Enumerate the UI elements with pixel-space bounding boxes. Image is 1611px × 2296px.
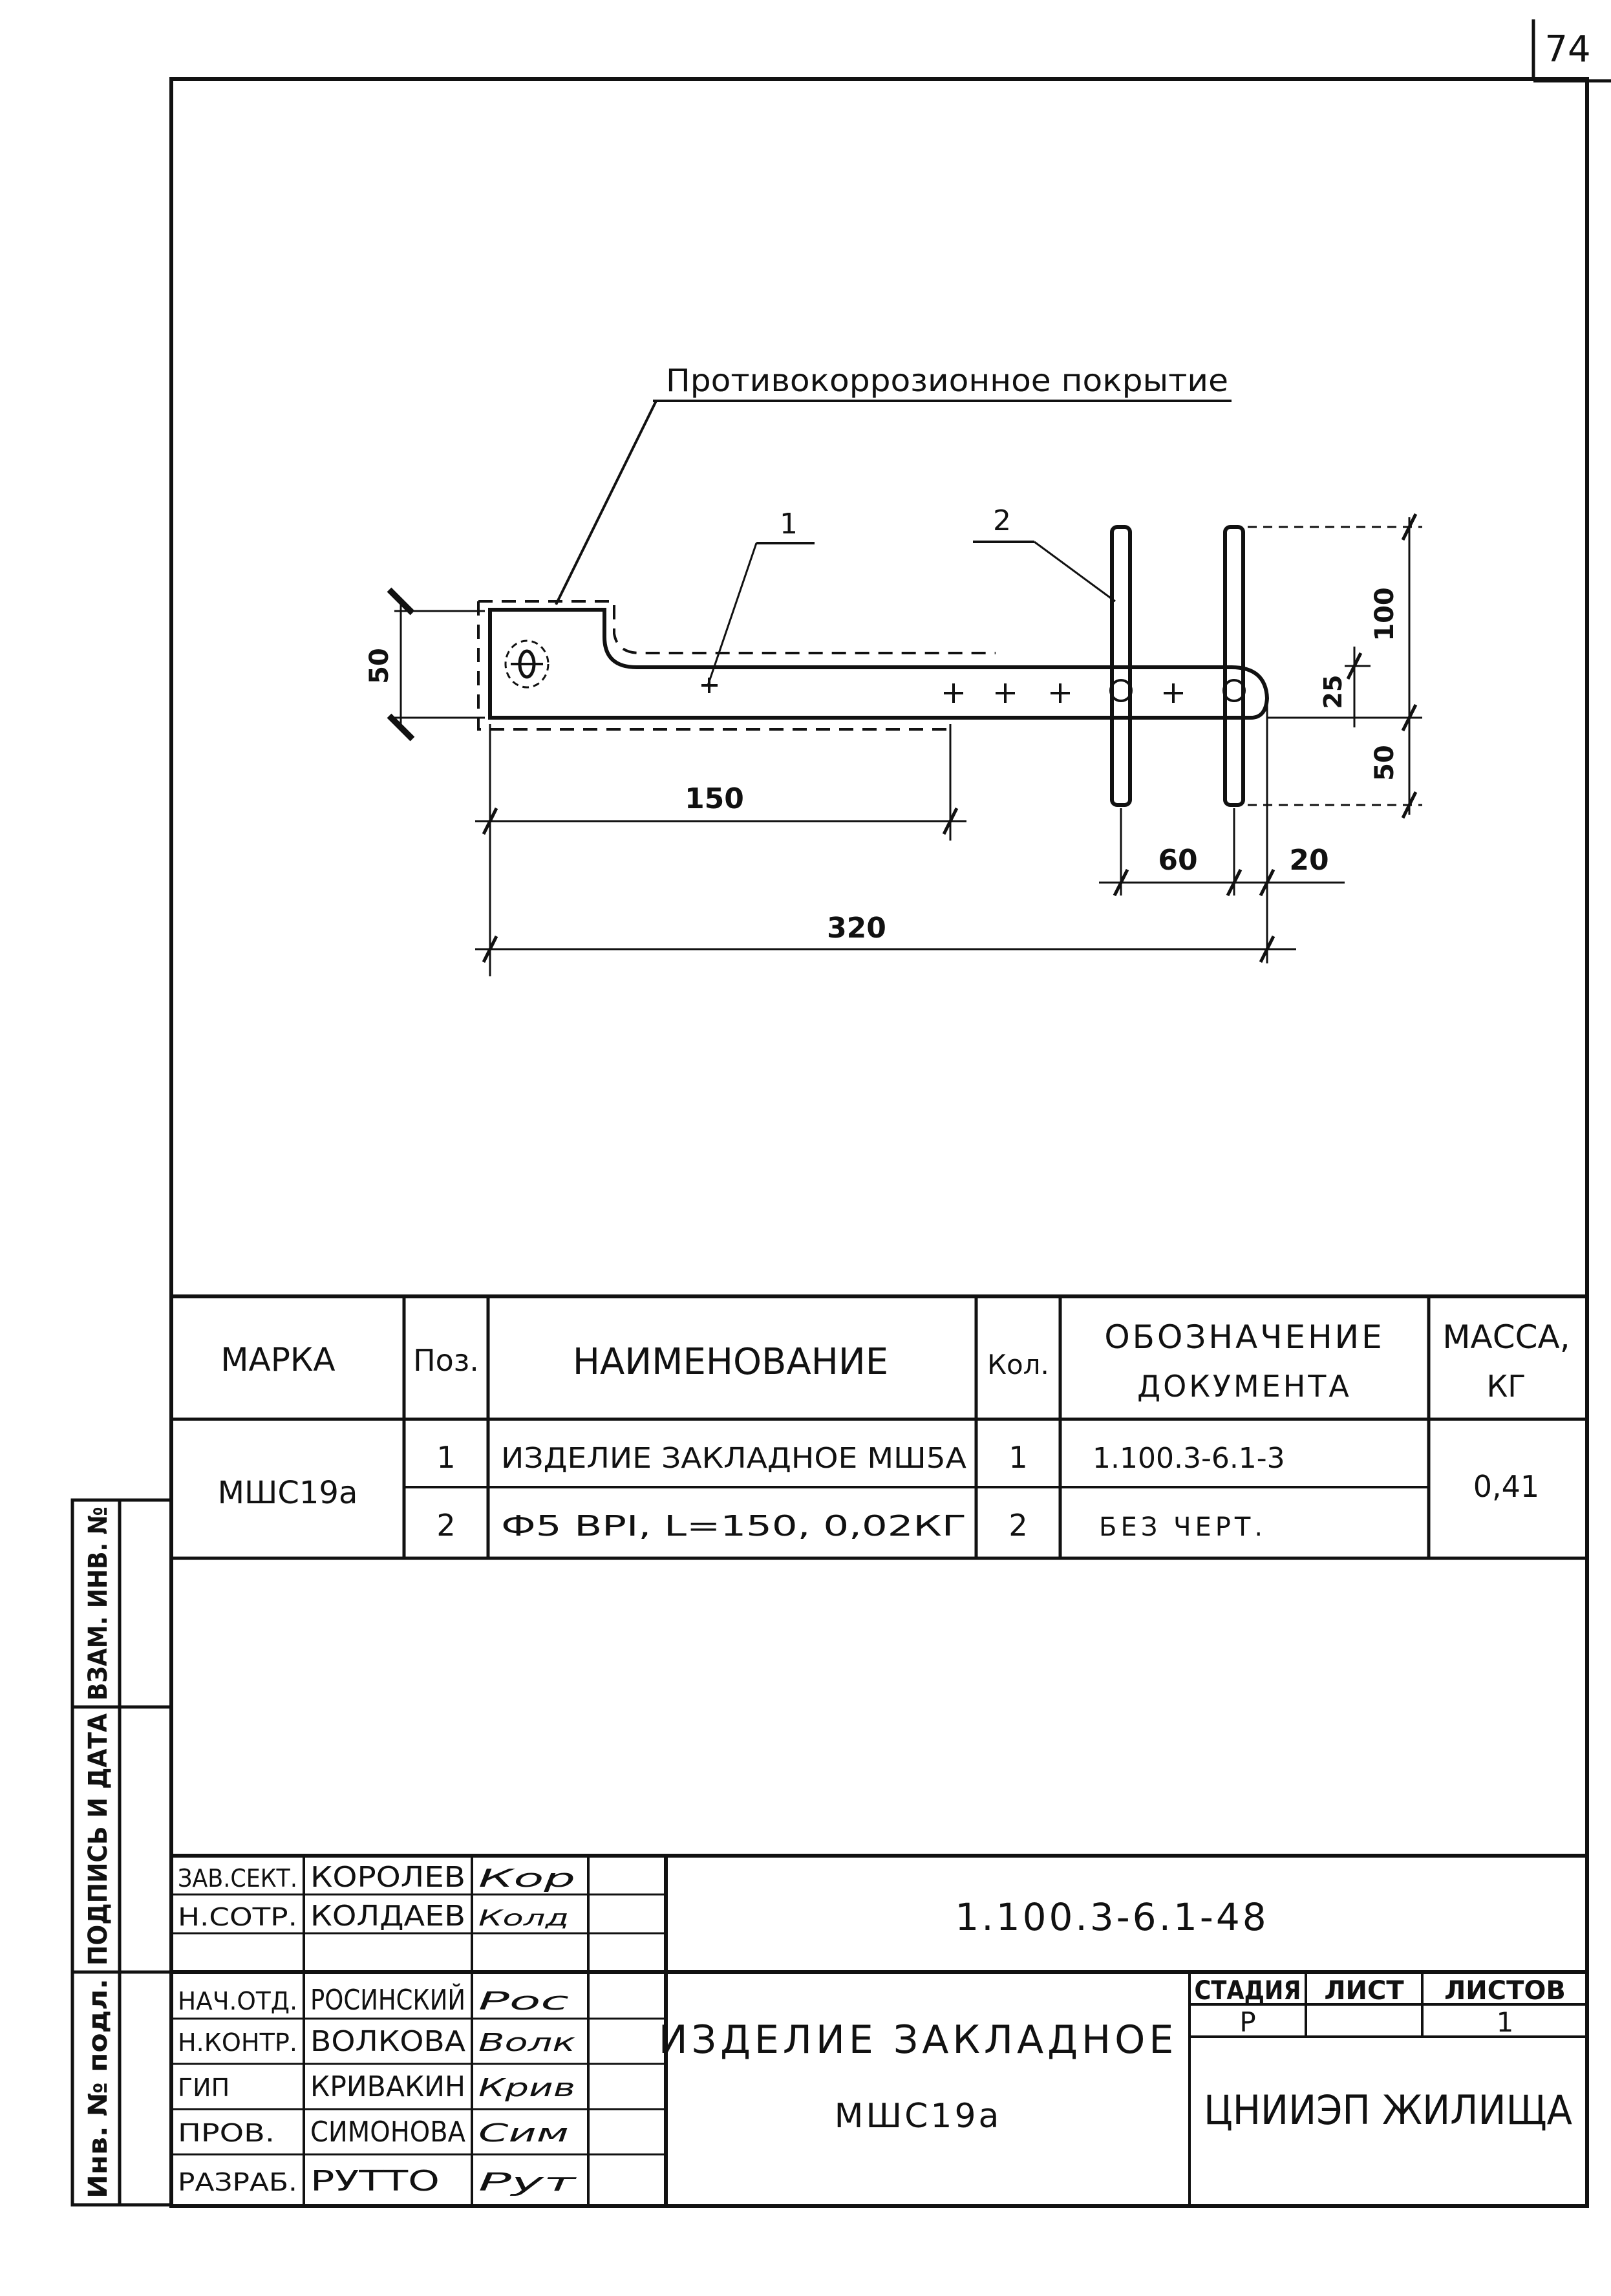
stamp-vzam-inv: Взам. инв. №: [83, 1507, 113, 1701]
position-2-label: 2: [993, 504, 1011, 537]
row-1-doc: 1.100.3-6.1-3: [1093, 1442, 1285, 1475]
bar-1: [1110, 525, 1132, 807]
title-line-1: Изделие закладное: [659, 2017, 1178, 2063]
cell-mark: МШС19а: [218, 1475, 358, 1511]
name-rosinsky: Росинский: [310, 1982, 465, 2017]
signature-volkova: Волк: [478, 2028, 575, 2057]
name-volkova: Волкова: [310, 2025, 465, 2058]
role-razrab: Разраб.: [178, 2168, 297, 2196]
specification-table: Марка Поз. Наименование Кол. Обозначение…: [171, 1294, 1587, 1560]
role-prov: Пров.: [178, 2119, 275, 2147]
signature-korolev: Кор: [478, 1864, 575, 1893]
sheets-header: Листов: [1444, 1976, 1566, 2006]
row-2-qty: 2: [1008, 1508, 1027, 1543]
doc-code: 1.100.3-6.1-48: [955, 1895, 1268, 1939]
dim-bar-bottom-50: 50: [1370, 745, 1400, 781]
slot-hole: [504, 639, 549, 689]
sheets-value: 1: [1497, 2006, 1514, 2038]
position-1-label: 1: [780, 508, 798, 541]
row-2-doc: без черт.: [1099, 1512, 1266, 1542]
signature-koldaev: Колд: [478, 1905, 569, 1931]
dim-plate-height: 50: [365, 648, 394, 684]
dim-spacing-60: 60: [1158, 844, 1197, 877]
sheet-number-box: 74: [1531, 19, 1611, 83]
row-1-pos: 1: [436, 1440, 455, 1475]
row-1-qty: 1: [1008, 1440, 1027, 1475]
row-1-name: Изделие закладное МШ5а: [501, 1442, 966, 1475]
header-doc-2: документа: [1137, 1369, 1352, 1404]
stage-header: Стадия: [1195, 1976, 1301, 2006]
stamp-podpis-data: Подпись и дата: [83, 1713, 113, 1966]
bar-2: [1223, 525, 1245, 807]
role-n-kontr: Н.контр.: [178, 2028, 297, 2057]
header-pos: Поз.: [413, 1343, 479, 1378]
dim-length-320: 320: [827, 912, 886, 945]
row-2-pos: 2: [436, 1508, 455, 1543]
name-krivakin: Кривакин: [310, 2070, 465, 2103]
leader-line: [555, 400, 657, 605]
plate-outline: [488, 608, 1270, 720]
header-doc-1: Обозначение: [1104, 1318, 1384, 1356]
role-nach-otd: Нач.отд.: [178, 1987, 297, 2015]
header-name: Наименование: [573, 1341, 888, 1383]
organization: ЦНИИЭП жилища: [1204, 2087, 1572, 2134]
cell-mass: 0,41: [1473, 1469, 1539, 1504]
role-n-sotr: Н.сотр.: [178, 1903, 297, 1931]
role-gip: ГИП: [178, 2074, 229, 2102]
name-korolev: Королев: [310, 1861, 465, 1894]
sheet-frame: [169, 77, 1589, 2208]
coating-outline: [477, 600, 996, 731]
dim-length-150: 150: [685, 782, 744, 815]
dim-bar-top-100: 100: [1370, 587, 1400, 641]
dim-bar-offset-25: 25: [1319, 675, 1347, 709]
role-zav-sekt: Зав.сект.: [178, 1864, 297, 1893]
signature-krivakin: Крив: [478, 2074, 575, 2102]
header-mark: Марка: [220, 1341, 335, 1379]
row-2-name: Ф5 ВрI, L=150, 0,02кг: [501, 1510, 966, 1543]
title-block: 1.100.3-6.1-48 Изделие закладное МШС19а …: [171, 1854, 1587, 2205]
name-simonova: Симонова: [310, 2116, 465, 2149]
name-rutto: Рутто: [310, 2165, 440, 2198]
stage-value: Р: [1239, 2006, 1255, 2038]
leader-note: Противокоррозионное покрытие: [666, 363, 1228, 399]
side-stamp: Взам. инв. № Подпись и дата Инв. № подл.: [70, 1498, 173, 2207]
signature-simonova: Сим: [478, 2119, 569, 2147]
name-koldaev: Колдаев: [310, 1900, 465, 1933]
sheet-header: Лист: [1324, 1976, 1404, 2006]
header-mass-1: Масса,: [1442, 1318, 1570, 1356]
dim-end-20: 20: [1289, 844, 1328, 877]
embedded-part-drawing: Противокоррозионное покрытие 1 2: [365, 363, 1422, 976]
sheet-number: 74: [1544, 28, 1590, 70]
header-qty: Кол.: [987, 1349, 1049, 1380]
stamp-inv-podl: Инв. № подл.: [83, 1979, 113, 2198]
signature-rosinsky: Рос: [478, 1987, 569, 2015]
title-line-2: МШС19а: [835, 2097, 1002, 2136]
signature-rutto: Рут: [478, 2168, 578, 2196]
header-mass-2: кг: [1487, 1369, 1526, 1404]
